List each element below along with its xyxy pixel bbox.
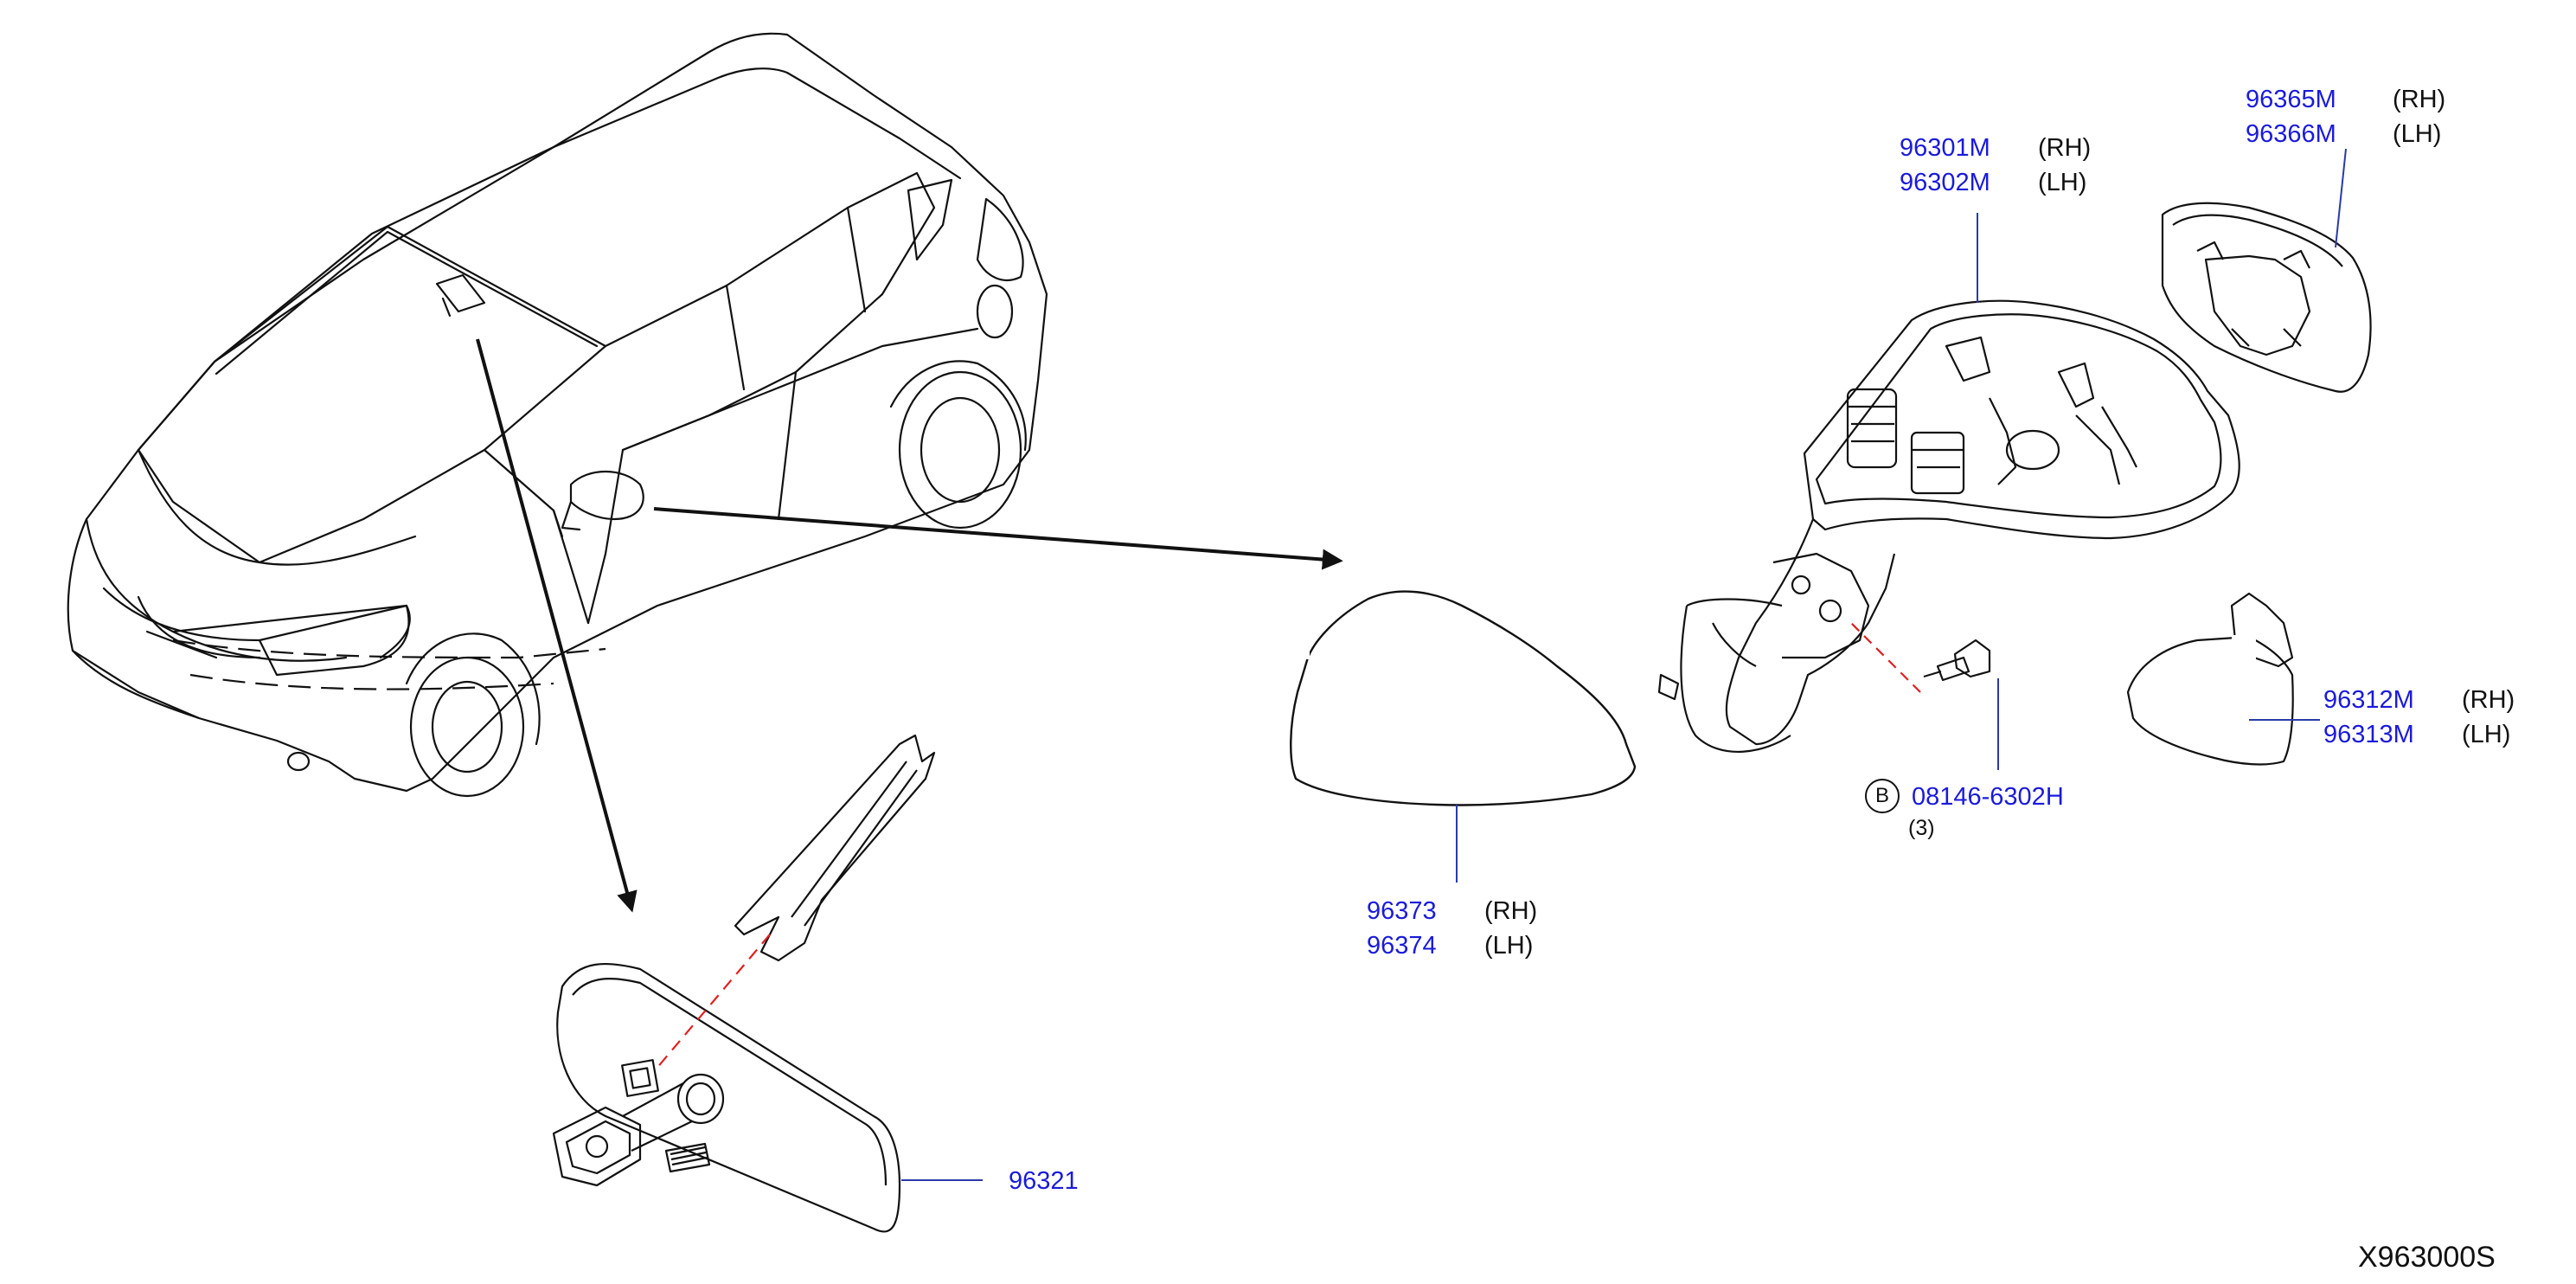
turn-lamp-illustration bbox=[2126, 592, 2294, 766]
inner-mirror-illustration bbox=[552, 734, 936, 1233]
cover-gap-2 bbox=[1597, 652, 1623, 664]
diagram-code: X963000S bbox=[2358, 1241, 2496, 1274]
part-number-mirror-glass-lh[interactable]: 96366M bbox=[2246, 120, 2336, 148]
part-number-turn-lamp-lh[interactable]: 96313M bbox=[2323, 721, 2414, 748]
side-label-mirror-glass-rh: (RH) bbox=[2393, 86, 2446, 113]
side-label-mirror-glass-lh: (LH) bbox=[2393, 120, 2442, 148]
mirror-glass-illustration bbox=[2161, 202, 2372, 393]
part-number-mirror-glass-rh[interactable]: 96365M bbox=[2246, 86, 2336, 113]
part-number-mirror-body-lh[interactable]: 96302M bbox=[1900, 169, 1990, 196]
side-label-mirror-body-lh: (LH) bbox=[2038, 169, 2087, 196]
arrow-to-inner-mirror bbox=[476, 338, 638, 913]
screw-quantity: (3) bbox=[1908, 816, 1935, 840]
side-label-turn-lamp-rh: (RH) bbox=[2462, 686, 2515, 714]
part-number-mirror-cover-rh[interactable]: 96373 bbox=[1367, 897, 1437, 925]
side-label-turn-lamp-lh: (LH) bbox=[2462, 721, 2511, 748]
part-number-inner-mirror[interactable]: 96321 bbox=[1009, 1167, 1079, 1195]
leader-lines bbox=[901, 148, 2347, 1181]
part-number-mirror-body-rh[interactable]: 96301M bbox=[1900, 134, 1990, 162]
arrow-to-door-mirror bbox=[653, 507, 1343, 570]
mirror-cover-illustration bbox=[1290, 590, 1637, 806]
part-number-mirror-cover-lh[interactable]: 96374 bbox=[1367, 932, 1437, 960]
part-number-turn-lamp-rh[interactable]: 96312M bbox=[2323, 686, 2414, 714]
lamp-gap bbox=[2232, 635, 2256, 696]
cover-gap-1 bbox=[1299, 642, 1310, 659]
part-number-screw[interactable]: 08146-6302H bbox=[1912, 783, 2064, 811]
side-label-mirror-body-rh: (RH) bbox=[2038, 134, 2092, 162]
screw-badge: B bbox=[1865, 779, 1900, 813]
side-label-mirror-cover-lh: (LH) bbox=[1484, 932, 1534, 960]
vehicle-illustration bbox=[67, 32, 1048, 798]
mirror-body-illustration bbox=[1657, 299, 2240, 753]
side-label-mirror-cover-rh: (RH) bbox=[1484, 897, 1538, 925]
vehicle-hidden-lines bbox=[172, 639, 606, 690]
inner-mirror-guide bbox=[655, 934, 771, 1070]
